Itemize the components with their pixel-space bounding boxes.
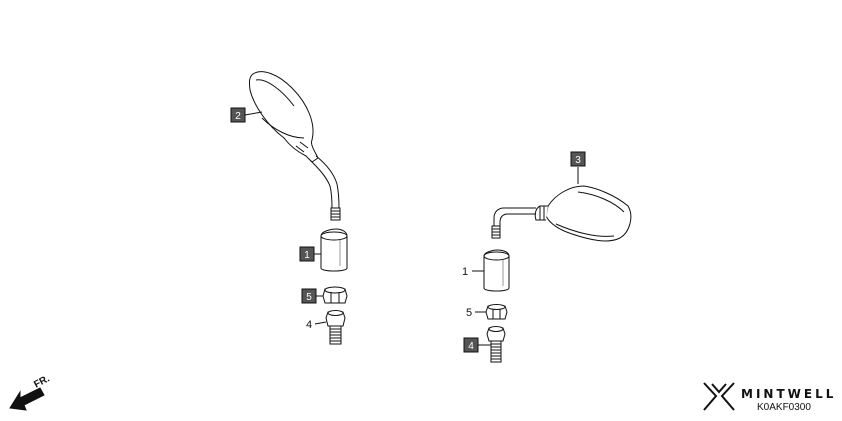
callout-left-adapter: 4	[306, 319, 312, 331]
callout-right-nut: 5	[466, 307, 472, 319]
callout-right-mirror: 3	[575, 155, 581, 166]
right-mirror	[491, 185, 632, 242]
callout-left-mirror: 2	[235, 111, 241, 122]
callout-left-nut: 5	[306, 292, 312, 303]
brand-logo	[703, 382, 735, 411]
left-cap	[320, 228, 348, 272]
right-nut	[485, 304, 508, 320]
left-nut	[322, 286, 348, 304]
leader-line	[314, 321, 327, 325]
callout-box: 1	[299, 246, 315, 262]
left-adapter-bolt	[325, 310, 346, 345]
callout-box: 3	[570, 151, 586, 167]
callout-right-cap: 1	[462, 266, 468, 278]
callout-box: 2	[230, 107, 246, 123]
callout-right-adapter: 4	[468, 341, 474, 352]
callout-left-cap: 1	[304, 250, 310, 261]
direction-label: FR.	[32, 373, 52, 390]
front-direction-arrow-icon: FR.	[9, 373, 52, 411]
left-mirror	[248, 71, 341, 221]
brand-name: MINTWELL	[741, 387, 836, 401]
right-cap	[483, 249, 510, 292]
leader-line	[244, 111, 263, 116]
diagram-code: K0AKF0300	[757, 402, 811, 413]
callout-box: 4	[463, 337, 479, 353]
right-adapter-bolt	[486, 326, 506, 363]
callout-box: 5	[301, 288, 317, 304]
